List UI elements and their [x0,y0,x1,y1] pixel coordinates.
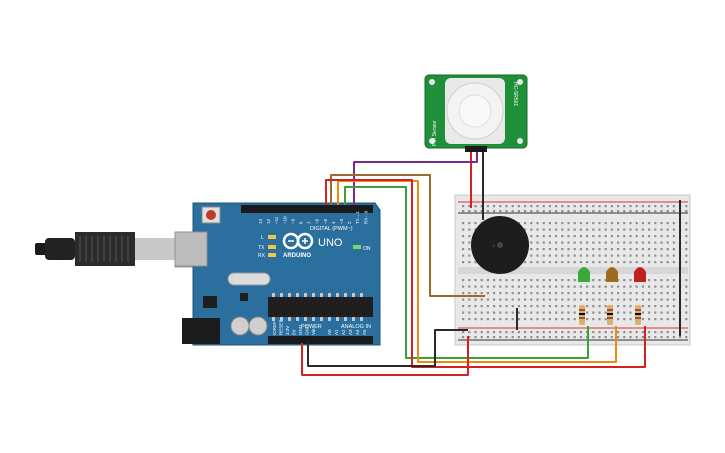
atmega-chip [268,297,373,317]
led-red [634,267,646,282]
led-on-indicator [353,245,361,249]
pin-label: A3 [348,329,353,335]
led-rx-indicator [268,253,276,257]
arduino-board: L TX RX ON UNO ARDUINO DIGITAL (PWM~) PO… [174,202,381,346]
analog-label: ANALOG IN [341,324,371,330]
wire-brown [330,174,485,297]
led-amber [606,267,618,282]
icsp-header [240,293,248,301]
pir-label-right: HC-SR501 [512,82,518,106]
resistor [579,305,585,325]
pin-label: ~9 [290,218,295,224]
resistor [635,305,641,325]
pin-label: ~6 [315,218,320,224]
led-rx-label: RX [258,253,266,259]
digital-label: DIGITAL (PWM~) [310,226,353,232]
capacitor [230,316,250,336]
resistor [607,305,613,325]
piezo-buzzer: + [471,216,529,274]
pin-label: A4 [355,329,360,335]
pir-label-left: PIR Sensor [432,120,438,146]
pin-label: A0 [327,329,332,335]
pin-label: 13 [258,218,263,224]
wire-red-led [325,179,646,368]
crystal [227,272,271,286]
pin-label: 7 [307,221,312,224]
led-l-label: L [261,235,264,241]
pin-label: 3.3V [285,326,290,335]
pin-label: 12 [266,218,271,224]
reset-button-cap[interactable] [206,210,216,220]
pin-label: IOREF [272,321,277,335]
wires [301,152,681,376]
wire-orange [337,180,617,363]
led-tx-indicator [268,245,276,249]
wire-5v [301,336,469,376]
pin-label: A2 [341,329,346,335]
wire-green [344,186,589,359]
pin-label: 4 [331,221,336,224]
pin-label: 5V [292,329,297,335]
capacitor [248,316,268,336]
pin-label: A5 [362,329,367,335]
icsp-header [203,296,217,308]
pin-label: ~5 [323,218,328,224]
pin-label: TX→1 [355,211,360,224]
led-tx-label: TX [258,245,265,251]
wire-gnd [307,329,468,367]
pin-label: Vin [311,328,316,335]
pin-label: 2 [347,221,352,224]
pin-label: ~10 [282,216,287,224]
pin-label: GND [298,324,303,335]
led-l-indicator [268,235,276,239]
pin-label: 8 [299,221,304,224]
arduino-logo-icon [282,232,314,250]
svg-text:+: + [492,244,496,250]
pin-label: A1 [334,329,339,335]
power-label: POWER [301,324,322,330]
wire-purple [353,152,478,205]
on-label: ON [363,246,371,252]
pin-label: ~3 [339,218,344,224]
led-green [578,267,590,282]
pir-sensor: PIR Sensor HC-SR501 [424,74,528,152]
digital-header [241,205,373,213]
pin-label: RX←0 [363,210,368,224]
pin-label: ~11 [274,216,279,224]
pin-label: GND [305,324,310,335]
pin-label: RESET [279,320,284,335]
power-analog-header [268,336,373,344]
board-maker-label: ARDUINO [283,253,311,259]
board-model-label: UNO [318,237,343,249]
